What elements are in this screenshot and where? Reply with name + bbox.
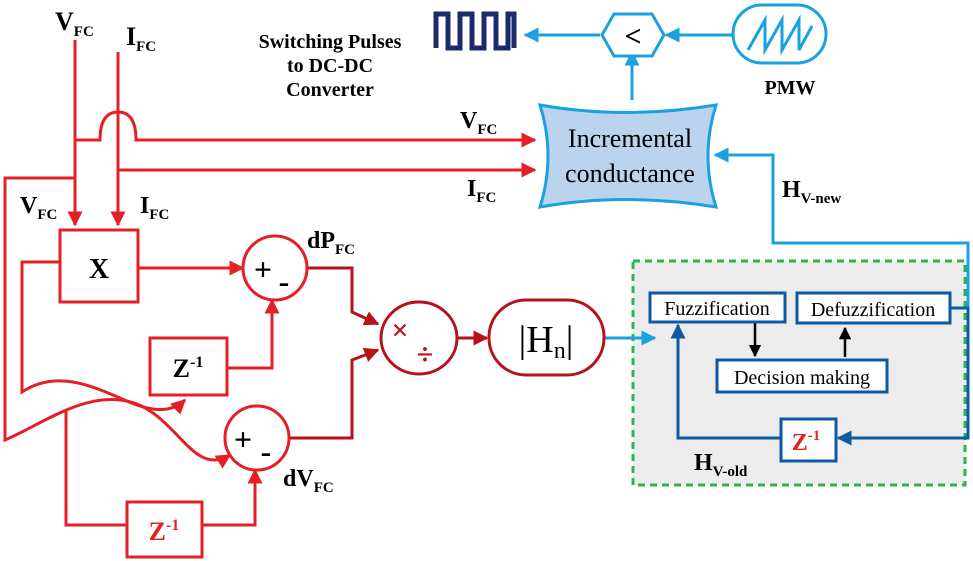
comparator-symbol: < [624, 20, 641, 53]
hn-main: H [526, 319, 553, 361]
svg-text:VFC: VFC [460, 108, 497, 138]
svg-text:VFC: VFC [20, 193, 57, 223]
vfc-top-sub: FC [74, 24, 94, 40]
ifc-top-main: I [126, 22, 136, 51]
dp-sub: FC [335, 242, 355, 258]
ifc-left-sub: FC [149, 207, 169, 223]
multiplier-block: X [58, 228, 140, 304]
hvnew-sub: V-new [801, 191, 842, 207]
delay-block-upper: Z-1 [148, 336, 229, 397]
ic-ifc-main: I [467, 176, 476, 202]
pwm-generator: PMW [731, 3, 828, 99]
switching-line2: to DC-DC [287, 55, 373, 77]
delay-lower-sup: -1 [166, 517, 179, 534]
svg-text:HV-old: HV-old [694, 450, 748, 480]
delay-block-lower: Z-1 [125, 500, 204, 559]
sum2-plus: + [234, 421, 252, 457]
divider-times: × [391, 314, 408, 347]
input-wiring [3, 40, 537, 527]
delay-lower-main: Z [149, 517, 166, 546]
sum2-minus: - [261, 433, 272, 469]
fuzzification-label: Fuzzification [664, 298, 770, 320]
svg-text:IFC: IFC [467, 176, 496, 206]
fuzzification-block: Fuzzification [648, 291, 787, 324]
divider-block: × ÷ [379, 300, 459, 376]
pwm-label: PMW [764, 77, 815, 99]
vfc-left-sub: FC [37, 207, 57, 223]
hvnew-main: H [782, 177, 801, 203]
sum1-plus: + [254, 251, 272, 287]
delay-upper-sup: -1 [190, 354, 203, 371]
hn-sub: n [554, 338, 566, 364]
svg-text:dPFC: dPFC [307, 228, 355, 258]
svg-text:|Hn|: |Hn| [519, 319, 574, 364]
sawtooth-icon [746, 14, 814, 56]
sum-junction-dp: + - [241, 234, 309, 302]
svg-text:VFC: VFC [55, 7, 94, 40]
ic-vfc-main: V [460, 108, 478, 134]
ic-label-line2: conductance [565, 159, 695, 188]
hn-block: |Hn| [487, 298, 606, 377]
vfc-top-main: V [55, 7, 74, 36]
delay-block-fuzzy: Z-1 [779, 417, 838, 463]
hvold-sub: V-old [713, 464, 748, 480]
switching-line3: Converter [286, 79, 374, 101]
dv-sub: FC [314, 480, 334, 496]
delay-fuzzy-main: Z [792, 430, 808, 456]
dv-main: dV [283, 466, 314, 492]
dark-red-wiring [290, 266, 489, 440]
ic-vfc-sub: FC [477, 122, 497, 138]
comparator: < [600, 12, 666, 58]
decision-arrows [748, 322, 852, 358]
svg-text:Z-1: Z-1 [149, 517, 180, 546]
defuzzification-block: Defuzzification [795, 291, 952, 325]
delay-upper-main: Z [173, 354, 190, 383]
incremental-conductance-block: Incremental conductance [537, 103, 719, 209]
ifc-top-sub: FC [136, 39, 156, 55]
square-wave-icon [433, 11, 517, 51]
multiplier-label: X [89, 254, 109, 285]
ic-label-line1: Incremental [568, 124, 692, 153]
hn-bar-right: | [566, 319, 574, 361]
hvold-main: H [694, 450, 713, 476]
svg-text:dVFC: dVFC [283, 466, 334, 496]
svg-text:IFC: IFC [126, 22, 156, 55]
svg-text:IFC: IFC [140, 193, 169, 223]
fuzzy-wiring [670, 306, 970, 446]
ifc-left-main: I [140, 193, 149, 219]
sum-junction-dv: + - [223, 404, 291, 472]
defuzzification-label: Defuzzification [811, 299, 935, 321]
ic-ifc-sub: FC [476, 190, 496, 206]
svg-text:HV-new: HV-new [782, 177, 841, 207]
decision-making-block: Decision making [715, 358, 889, 394]
divider-divide: ÷ [417, 338, 433, 371]
decision-making-label: Decision making [734, 367, 870, 389]
dp-main: dP [307, 228, 335, 254]
switching-line1: Switching Pulses [259, 31, 402, 53]
svg-text:Z-1: Z-1 [173, 354, 204, 383]
vfc-left-main: V [20, 193, 38, 219]
hn-bar-left: | [519, 319, 527, 361]
sum1-minus: - [279, 263, 290, 299]
svg-text:Z-1: Z-1 [792, 428, 821, 456]
delay-fuzzy-sup: -1 [808, 428, 821, 444]
